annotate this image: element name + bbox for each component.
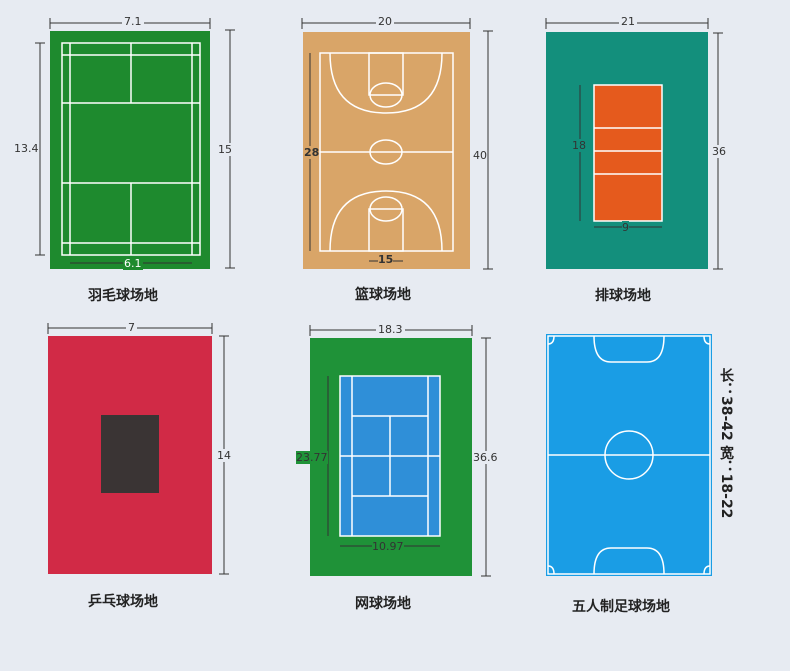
volleyball-width-top: 21 [619, 15, 637, 28]
table-tennis-court-label: 乒乓球场地 [88, 594, 158, 610]
basketball-court-drawing [301, 18, 493, 270]
badminton-inner-width-bottom: 6.1 [123, 257, 143, 270]
tennis-court-label: 网球场地 [355, 596, 411, 612]
table-tennis-court-drawing [47, 323, 229, 575]
volleyball-court-label: 排球场地 [595, 288, 651, 304]
table-tennis-width-top: 7 [126, 321, 137, 334]
tennis-length-right: 36.6 [473, 451, 498, 464]
tennis-court-drawing [309, 325, 491, 577]
badminton-court: 7.1 15 13.4 6.1 [14, 15, 250, 275]
badminton-court-drawing [35, 18, 235, 269]
basketball-width-top: 20 [376, 15, 394, 28]
badminton-court-label: 羽毛球场地 [88, 288, 158, 304]
futsal-dimensions-label: 长：38-42 宽：18-22 [718, 368, 734, 519]
volleyball-length-right: 36 [712, 145, 726, 158]
volleyball-inner-width-bottom: 9 [622, 221, 629, 234]
basketball-court-label: 篮球场地 [355, 287, 411, 303]
badminton-inner-length-left: 13.4 [14, 142, 39, 155]
basketball-court: 20 40 28 15 [290, 15, 500, 275]
basketball-inner-length-left: 28 [304, 146, 320, 159]
futsal-court-label: 五人制足球场地 [572, 599, 670, 615]
table-tennis-court: 7 14 [30, 320, 250, 582]
futsal-court-drawing [546, 334, 712, 576]
volleyball-court-drawing [545, 18, 723, 270]
table-tennis-length-right: 14 [217, 449, 231, 462]
basketball-inner-width-bottom: 15 [378, 253, 394, 266]
basketball-length-right: 40 [473, 149, 487, 162]
tennis-inner-length-left: 23.77 [296, 451, 328, 464]
badminton-width-top: 7.1 [122, 15, 144, 28]
badminton-length-right: 15 [218, 143, 232, 156]
tennis-court: 18.3 36.6 23.77 10.97 [290, 320, 500, 582]
volleyball-inner-length-left: 18 [572, 139, 586, 152]
volleyball-court: 21 36 18 9 [540, 15, 740, 275]
tennis-width-top: 18.3 [376, 323, 405, 336]
futsal-court [546, 334, 712, 576]
tennis-inner-width-bottom: 10.97 [372, 540, 404, 553]
